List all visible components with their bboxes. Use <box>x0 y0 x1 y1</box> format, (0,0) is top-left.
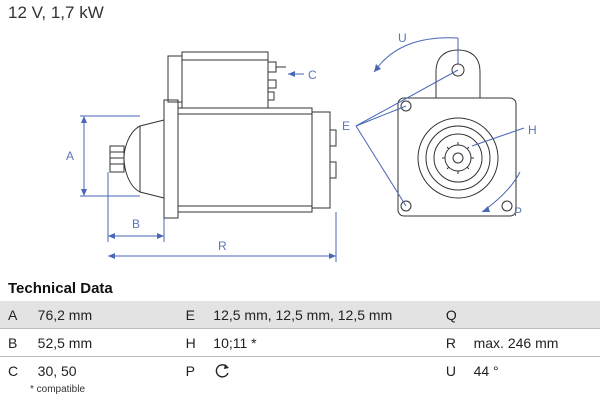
pinion-gear <box>109 145 125 173</box>
table-row: C 30, 50 P U 44 ° <box>0 356 600 384</box>
value-cell <box>473 301 600 329</box>
clockwise-rotation-icon <box>216 363 230 378</box>
label-b: B <box>132 217 140 231</box>
label-a: A <box>66 149 74 163</box>
value-cell: 52,5 mm <box>37 328 186 357</box>
value-cell: max. 246 mm <box>473 328 600 357</box>
key-cell: E <box>185 301 214 329</box>
footnote: * compatible <box>30 384 86 395</box>
label-r: R <box>218 239 227 253</box>
starter-motor-drawing: A B R C E U H P <box>66 31 537 262</box>
dimension-e-leader-1 <box>355 105 407 127</box>
label-h: H <box>528 123 537 137</box>
front-housing <box>417 117 499 199</box>
key-cell: R <box>445 328 474 357</box>
page-title: 12 V, 1,7 kW <box>8 3 104 22</box>
technical-data-table: A 76,2 mm E 12,5 mm, 12,5 mm, 12,5 mm Q … <box>0 301 600 384</box>
value-cell: 44 ° <box>473 356 600 384</box>
key-cell: Q <box>445 301 474 329</box>
value-cell: 30, 50 <box>37 356 186 384</box>
value-cell <box>213 356 446 384</box>
key-cell: U <box>445 356 474 384</box>
dimension-u-arc <box>373 37 459 73</box>
value-cell: 12,5 mm, 12,5 mm, 12,5 mm <box>213 301 446 329</box>
key-cell: B <box>0 328 38 357</box>
dimension-e-leader-3 <box>355 125 407 207</box>
technical-data-heading: Technical Data <box>8 280 113 297</box>
value-cell: 76,2 mm <box>37 301 186 329</box>
dimension-h-leader <box>471 127 525 147</box>
mounting-flange <box>163 99 179 219</box>
table-row: B 52,5 mm H 10;11 * R max. 246 mm <box>0 328 600 357</box>
end-cap <box>311 111 331 209</box>
label-u: U <box>398 31 407 45</box>
key-cell: P <box>185 356 214 384</box>
front-flange <box>397 97 517 217</box>
key-cell: A <box>0 301 38 329</box>
dimension-e-leader-2 <box>355 69 459 127</box>
key-cell: H <box>185 328 214 357</box>
motor-body <box>177 107 313 213</box>
drive-housing <box>123 119 165 199</box>
table-row: A 76,2 mm E 12,5 mm, 12,5 mm, 12,5 mm Q <box>0 301 600 329</box>
label-e: E <box>342 119 350 133</box>
label-c: C <box>308 68 317 82</box>
key-cell: C <box>0 356 38 384</box>
value-cell: 10;11 * <box>213 328 446 357</box>
label-p: P <box>514 205 522 219</box>
